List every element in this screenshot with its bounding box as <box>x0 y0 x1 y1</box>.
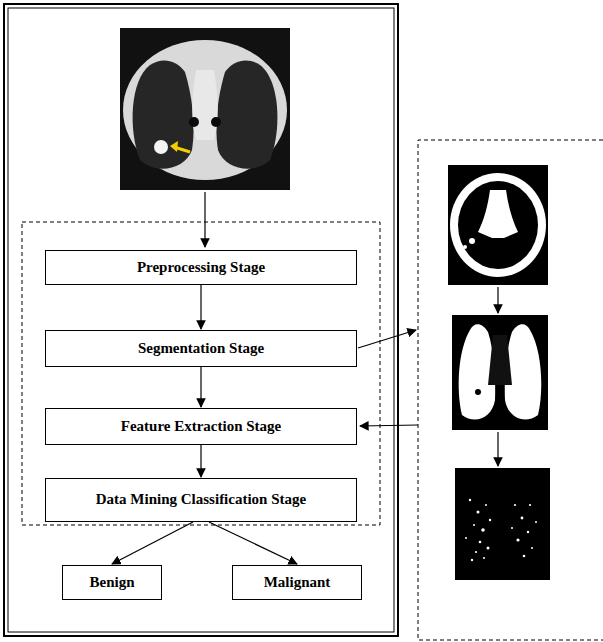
process-box: Benign <box>62 565 162 600</box>
ct-mediastinum <box>192 70 218 140</box>
flow-arrow <box>200 285 201 329</box>
ct-background <box>120 28 290 190</box>
stage-label: Feature Extraction Stage <box>121 418 282 435</box>
mask-hole <box>475 389 481 395</box>
ct-nodule <box>154 140 168 154</box>
panel-arrow <box>497 432 498 466</box>
image-background <box>455 468 550 580</box>
mediastinum <box>478 190 518 238</box>
segmentation-image <box>448 165 548 285</box>
ct-bronchus <box>211 117 221 127</box>
feature-image <box>455 468 550 580</box>
process-box: Segmentation Stage <box>45 330 357 367</box>
ct-pointer-head <box>170 141 178 152</box>
lung-mask-image <box>452 315 548 430</box>
ct-right-lung <box>133 60 194 168</box>
flow-arrow <box>200 367 201 407</box>
stage-label: Malignant <box>264 574 331 591</box>
ct-left-lung <box>216 60 277 168</box>
stage-label: Benign <box>89 574 134 591</box>
stage-label: Data Mining Classification Stage <box>96 491 306 508</box>
side-arrow <box>360 425 418 426</box>
image-background <box>452 315 548 430</box>
stage-label: Preprocessing Stage <box>137 259 265 276</box>
process-box: Data Mining Classification Stage <box>45 478 357 522</box>
image-background <box>448 165 548 285</box>
flow-arrow <box>112 522 193 564</box>
ct-bronchus <box>189 117 199 127</box>
outer-frame <box>4 4 398 636</box>
process-box: Malignant <box>232 565 362 600</box>
process-box: Preprocessing Stage <box>45 250 357 285</box>
flow-arrow <box>209 522 297 564</box>
input-arrow <box>204 192 205 247</box>
body-inside <box>458 181 538 269</box>
ct-scan-image <box>120 28 290 190</box>
panel-arrow <box>497 287 498 313</box>
stage-group-border <box>22 222 380 525</box>
ct-body <box>123 40 287 180</box>
outer-frame-inner <box>8 8 394 632</box>
feature-dots <box>465 499 537 561</box>
side-arrow <box>358 330 416 348</box>
stage-label: Segmentation Stage <box>138 340 264 357</box>
vessel-dot <box>463 245 467 249</box>
result-panel-border <box>418 140 603 640</box>
flow-arrow <box>200 445 201 477</box>
mask-gap <box>488 335 512 385</box>
process-box: Feature Extraction Stage <box>45 408 357 445</box>
body-ring <box>450 173 546 277</box>
vessel-dot <box>469 238 475 244</box>
